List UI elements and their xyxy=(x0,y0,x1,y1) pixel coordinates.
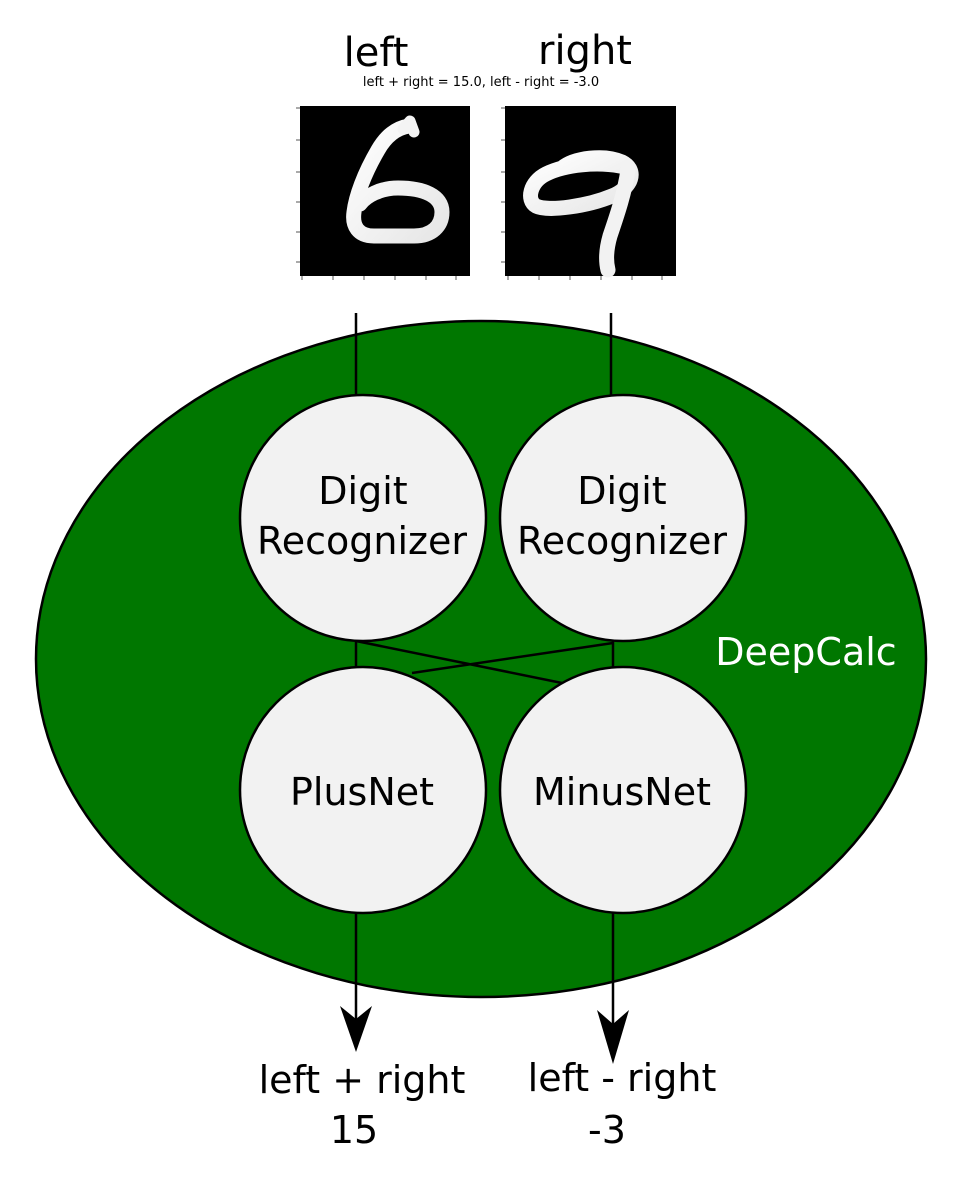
digit-recognizer-right-line1: Digit xyxy=(577,469,666,513)
plus-output-arrowhead xyxy=(340,1006,372,1052)
left-input-label: left xyxy=(344,30,409,76)
left-recognizer-to-minusnet xyxy=(355,639,563,685)
plus-output-value: 15 xyxy=(330,1108,378,1152)
right-recognizer-to-plusnet xyxy=(411,641,614,675)
minus-output-arrowhead xyxy=(597,1010,629,1064)
left-digit-stroke xyxy=(346,118,450,244)
minusnet-node: MinusNet xyxy=(498,665,748,915)
digit-recognizer-left-line2: Recognizer xyxy=(257,519,467,563)
right-input-label: right xyxy=(538,28,632,74)
right-digit-loop xyxy=(523,150,639,216)
plusnet-circle xyxy=(238,665,488,915)
left-image-ticks xyxy=(296,107,457,280)
plus-output-label: left + right xyxy=(259,1058,466,1102)
input-caption: left + right = 15.0, left - right = -3.0 xyxy=(363,75,599,90)
right-digit-tail xyxy=(599,162,636,278)
minus-output-value: -3 xyxy=(588,1108,626,1152)
left-digit-tip xyxy=(397,115,420,138)
digit-recognizer-right-node: Digit Recognizer xyxy=(498,393,748,643)
digit-recognizer-left-line1: Digit xyxy=(318,469,407,513)
digit-recognizer-right-circle xyxy=(498,393,748,643)
deepcalc-label: DeepCalc xyxy=(715,630,896,674)
right-image-ticks xyxy=(501,107,663,280)
right-digit-image xyxy=(501,106,676,280)
minus-output-label: left - right xyxy=(528,1056,717,1100)
minusnet-label: MinusNet xyxy=(533,770,711,814)
minusnet-circle xyxy=(498,665,748,915)
left-digit-image xyxy=(296,106,470,280)
digit-recognizer-right-line2: Recognizer xyxy=(517,519,727,563)
plusnet-label: PlusNet xyxy=(290,770,434,814)
digit-recognizer-left-node: Digit Recognizer xyxy=(238,393,488,643)
plusnet-node: PlusNet xyxy=(238,665,488,915)
digit-recognizer-left-circle xyxy=(238,393,488,643)
